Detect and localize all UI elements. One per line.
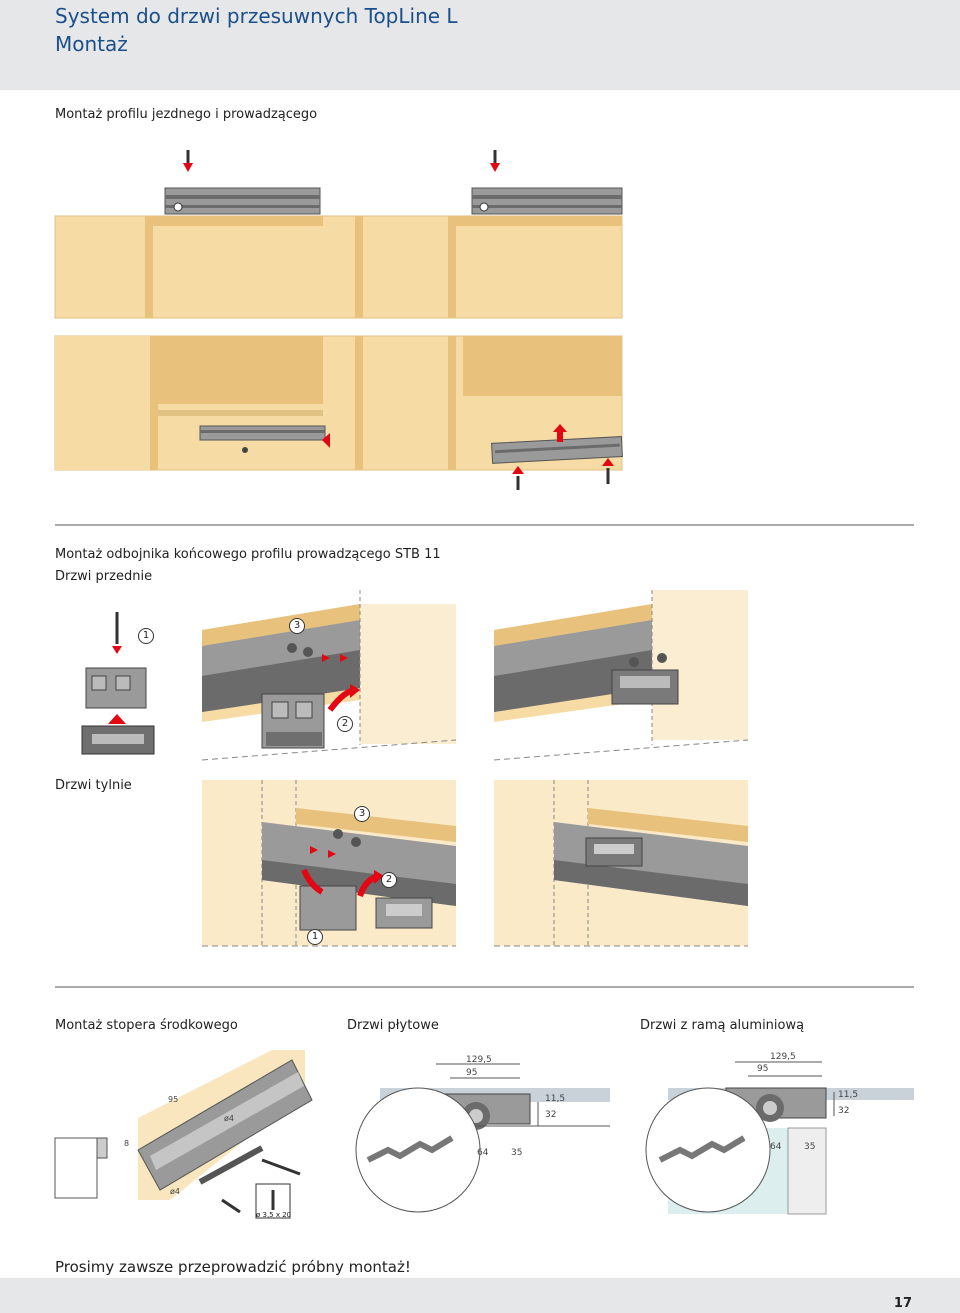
- screw-size-label: ø 3,5 x 20: [256, 1211, 292, 1219]
- callout-3-rear: 3: [354, 806, 370, 822]
- front-door-illustration: [81, 590, 749, 761]
- rear-door-illustration: [202, 780, 748, 947]
- dim-phi4-bottom: ø4: [170, 1187, 180, 1196]
- profile-mounting-illustration: [54, 150, 623, 490]
- footer-note: Prosimy zawsze przeprowadzić próbny mont…: [55, 1258, 411, 1276]
- dim-35-alu: 35: [804, 1142, 816, 1152]
- dim-phi4-top: ø4: [224, 1114, 234, 1123]
- section-title-middle: Montaż stopera środkowego: [55, 1018, 238, 1033]
- dim-64-alu: 64: [770, 1142, 782, 1152]
- section-title-front: Drzwi przednie: [55, 569, 153, 584]
- dim-95-stopper: 95: [168, 1095, 179, 1104]
- section-title-panel: Drzwi płytowe: [347, 1018, 439, 1033]
- callout-1-front: 1: [138, 628, 154, 644]
- section-title-profile: Montaż profilu jezdnego i prowadzącego: [55, 107, 318, 122]
- dim-35-panel: 35: [511, 1148, 523, 1158]
- middle-stopper-illustration: [54, 1050, 914, 1219]
- dim-115-alu: 11,5: [838, 1090, 859, 1100]
- page-number: 17: [893, 1296, 912, 1311]
- dim-32-alu: 32: [838, 1106, 850, 1116]
- callout-1-rear: 1: [307, 929, 323, 945]
- title-line-1: System do drzwi przesuwnych TopLine L: [55, 4, 458, 28]
- dim-129-alu: 129,5: [770, 1052, 796, 1062]
- section-title-rear: Drzwi tylnie: [55, 778, 132, 793]
- callout-2-front: 2: [337, 716, 353, 732]
- dim-64-panel: 64: [477, 1148, 489, 1158]
- callout-2-rear: 2: [381, 872, 397, 888]
- section-title-stopper: Montaż odbojnika końcowego profilu prowa…: [55, 547, 441, 562]
- callout-3-front: 3: [289, 618, 305, 634]
- page-header: [0, 0, 960, 90]
- dim-129-panel: 129,5: [466, 1055, 492, 1065]
- section-title-alu: Drzwi z ramą aluminiową: [640, 1018, 805, 1033]
- dim-32-panel: 32: [545, 1110, 557, 1120]
- page-title: System do drzwi przesuwnych TopLine L Mo…: [55, 2, 458, 58]
- dim-115-panel: 11,5: [545, 1094, 566, 1104]
- footer-bar: [0, 1278, 960, 1313]
- title-line-2: Montaż: [55, 32, 128, 56]
- dim-95-alu: 95: [757, 1064, 769, 1074]
- dim-8: 8: [124, 1139, 130, 1148]
- dim-95-panel: 95: [466, 1068, 478, 1078]
